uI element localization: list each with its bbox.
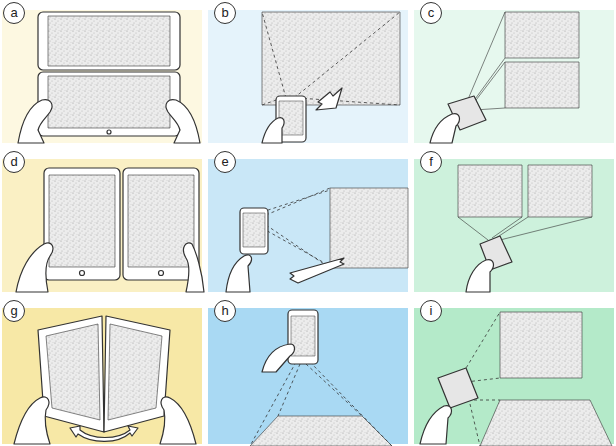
home-button — [107, 130, 111, 134]
panel-d — [16, 168, 204, 292]
panel-e — [226, 188, 408, 292]
screen — [48, 16, 170, 66]
hand — [466, 260, 493, 292]
projection — [480, 400, 612, 446]
panel-a — [18, 12, 200, 143]
hand — [18, 100, 52, 143]
motion-arrow — [316, 88, 342, 110]
hand — [420, 406, 451, 444]
hand — [262, 118, 284, 143]
panel-bg — [208, 159, 408, 292]
panel-bg — [414, 10, 614, 143]
motion-arrow — [70, 426, 138, 441]
panel-letter: b — [221, 6, 228, 19]
projection — [458, 165, 522, 217]
panel-g — [14, 316, 196, 444]
projection — [250, 416, 392, 446]
tablet — [38, 72, 180, 136]
panel-letter-circle: c — [420, 2, 442, 24]
panel-letter-circle: f — [420, 151, 442, 173]
projection — [528, 165, 592, 217]
tablet — [44, 168, 120, 280]
hand — [430, 114, 459, 143]
projection — [500, 312, 582, 378]
panel-letter-circle: i — [420, 300, 442, 322]
tablet — [38, 316, 104, 432]
projection — [330, 188, 408, 268]
motion-arrow — [290, 258, 344, 283]
panel-c — [430, 12, 579, 143]
panel-letter: c — [428, 6, 435, 19]
panel-letter-circle: a — [3, 2, 25, 24]
panel-h — [250, 310, 392, 446]
screen — [243, 213, 265, 247]
hand — [166, 100, 200, 143]
panel-letter-circle: b — [214, 2, 236, 24]
panel-backgrounds — [2, 10, 614, 444]
tablet — [38, 12, 180, 70]
panel-bg — [414, 159, 614, 292]
panel-letter: f — [429, 155, 433, 168]
hand — [226, 255, 251, 292]
panel-bg — [208, 10, 408, 143]
panel-letter: a — [10, 6, 17, 19]
projection — [505, 62, 579, 108]
panel-bg — [2, 159, 202, 292]
panel-letter-circle: g — [3, 300, 25, 322]
panel-letter: g — [10, 304, 17, 317]
home-button — [159, 271, 164, 276]
panel-letter-circle: e — [214, 151, 236, 173]
panel-bg — [2, 10, 202, 143]
phone — [288, 310, 318, 364]
panel-letter-circle: h — [214, 300, 236, 322]
projection — [505, 12, 579, 58]
tablet — [104, 316, 170, 432]
projection-ray — [262, 188, 330, 268]
screen — [49, 175, 115, 267]
projection-ray — [262, 12, 400, 105]
screen — [48, 76, 170, 128]
panel-letter-circle: d — [3, 151, 25, 173]
hand — [160, 397, 196, 444]
panel-letter: d — [10, 155, 17, 168]
projection — [262, 12, 400, 105]
projector — [438, 368, 478, 408]
screen — [108, 324, 162, 420]
screen — [46, 324, 100, 420]
panel-i — [420, 312, 612, 446]
home-button — [80, 271, 85, 276]
phone — [240, 208, 268, 254]
panel-letter: i — [430, 304, 433, 317]
panel-letter: h — [221, 304, 228, 317]
hand — [14, 397, 50, 444]
panel-bg — [2, 308, 202, 444]
hand — [262, 344, 295, 372]
projection-ray — [250, 362, 392, 446]
hand — [184, 243, 204, 292]
hand — [16, 243, 53, 292]
panel-letter: e — [221, 155, 228, 168]
panel-b — [262, 12, 400, 143]
panel-f — [458, 165, 592, 292]
projection-ray — [466, 12, 505, 110]
projection-ray — [458, 217, 592, 240]
